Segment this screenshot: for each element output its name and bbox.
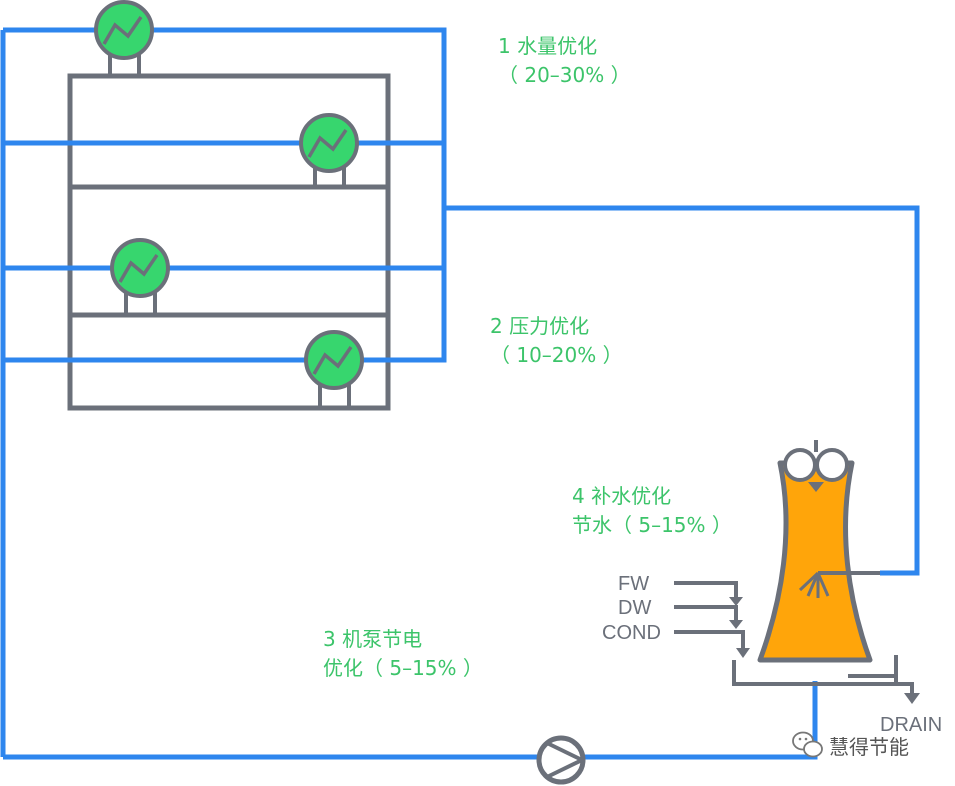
annotation-title: 1 水量优化 xyxy=(498,34,598,58)
label-fw: FW xyxy=(618,573,650,595)
annotation-pump-power: 3 机泵节电 优化（ 5–15% ） xyxy=(323,625,483,683)
annotation-savings: （ 20–30% ） xyxy=(498,63,631,87)
annotation-title: 4 补水优化 xyxy=(572,484,672,508)
cooling-tower-icon xyxy=(757,440,880,663)
annotation-water-volume: 1 水量优化 （ 20–30% ） xyxy=(498,32,631,90)
annotation-makeup-water: 4 补水优化 节水（ 5–15% ） xyxy=(572,482,732,540)
makeup-and-drain-piping xyxy=(674,581,914,693)
pump-icon xyxy=(536,735,586,785)
label-drain: DRAIN xyxy=(880,714,943,736)
heat-exchanger-1 xyxy=(94,0,154,76)
heat-exchanger-4 xyxy=(304,330,364,408)
label-dw: DW xyxy=(618,597,652,619)
annotation-title: 3 机泵节电 xyxy=(323,627,423,651)
wechat-icon xyxy=(792,731,823,758)
heat-exchanger-3 xyxy=(110,238,170,315)
flow-arrowheads xyxy=(729,597,920,704)
annotation-savings: 节水（ 5–15% ） xyxy=(572,513,732,537)
annotation-savings: （ 10–20% ） xyxy=(490,343,623,367)
watermark-text: 慧得节能 xyxy=(829,735,909,759)
annotation-title: 2 压力优化 xyxy=(490,314,590,338)
annotation-pressure: 2 压力优化 （ 10–20% ） xyxy=(490,312,623,370)
heat-exchanger-2 xyxy=(299,113,359,187)
label-cond: COND xyxy=(602,622,661,644)
annotation-savings: 优化（ 5–15% ） xyxy=(323,656,483,680)
exchanger-rack xyxy=(67,73,391,411)
